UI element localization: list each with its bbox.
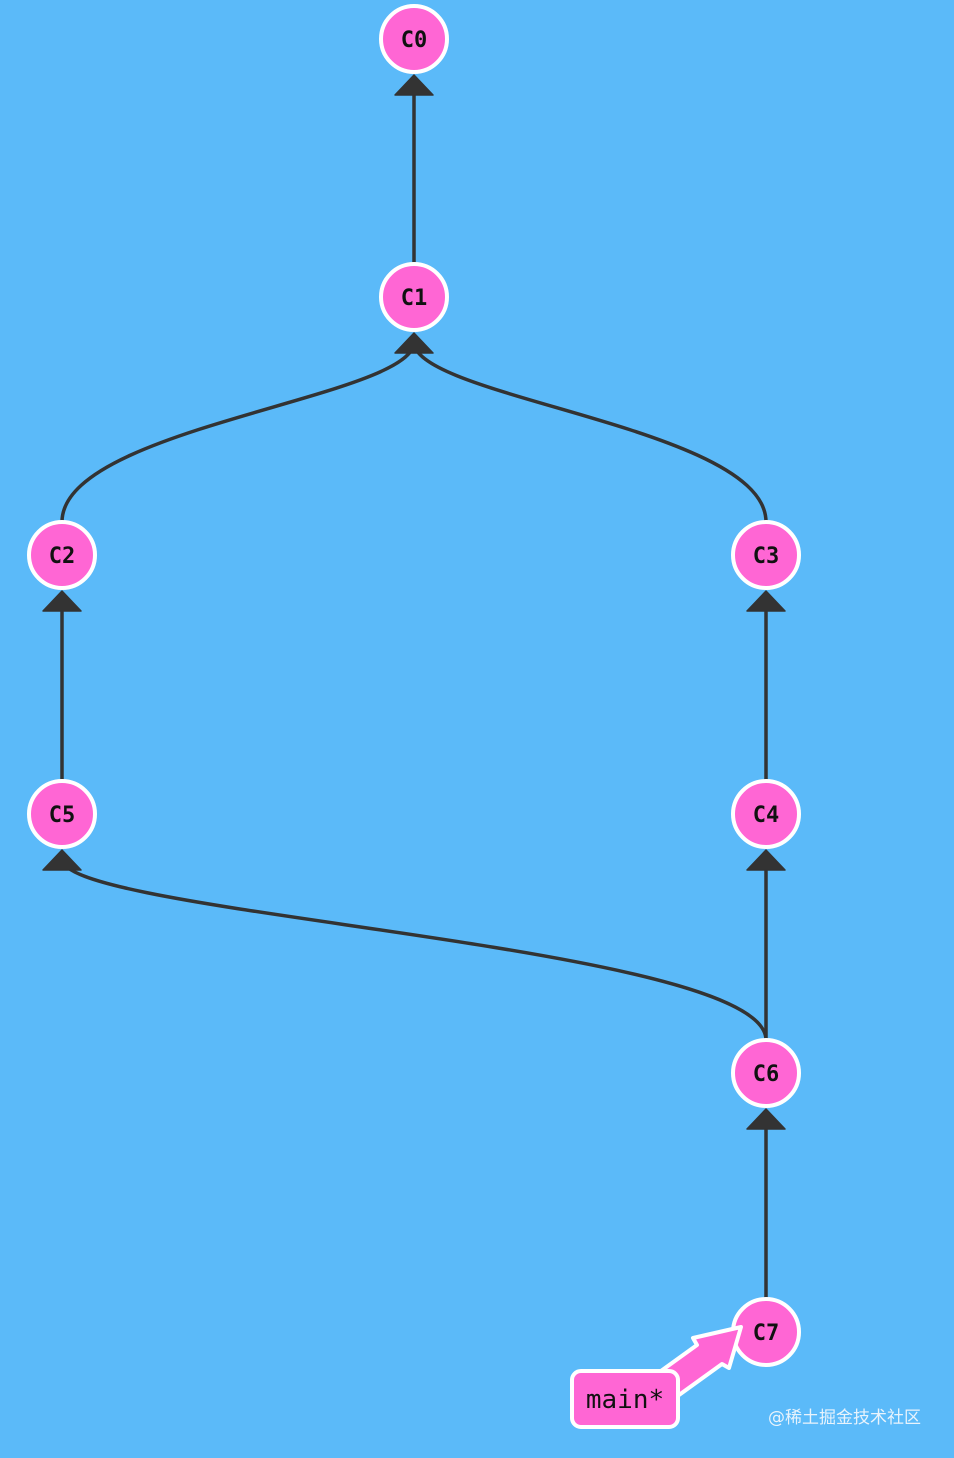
edge-c3-to-c1 — [412, 341, 768, 523]
edge-c2-to-c1 — [60, 341, 416, 523]
arrowheads-layer — [42, 74, 786, 1130]
commit-node-c3[interactable]: C3 — [731, 520, 801, 590]
commit-circle — [379, 262, 449, 332]
commit-circle — [27, 520, 97, 590]
branch-label: main* — [586, 1385, 664, 1415]
commit-node-c0[interactable]: C0 — [379, 4, 449, 74]
arrowhead-into-c2 — [42, 590, 82, 612]
commit-label: C4 — [753, 803, 780, 828]
arrowhead-into-c3 — [746, 590, 786, 612]
arrowhead-into-c0 — [394, 74, 434, 96]
commit-circle — [731, 1038, 801, 1108]
watermark: @稀土掘金技术社区 — [768, 1408, 921, 1428]
commit-circle — [731, 779, 801, 849]
commit-label: C5 — [49, 803, 76, 828]
commit-node-c5[interactable]: C5 — [27, 779, 97, 849]
commit-node-c4[interactable]: C4 — [731, 779, 801, 849]
commit-node-c6[interactable]: C6 — [731, 1038, 801, 1108]
commit-label: C3 — [753, 544, 780, 569]
commit-label: C6 — [753, 1062, 780, 1087]
commit-label: C2 — [49, 544, 76, 569]
commit-circle — [379, 4, 449, 74]
branch-tag — [570, 1369, 680, 1429]
edge-c6-to-c5 — [60, 858, 768, 1041]
arrowhead-into-c6 — [746, 1108, 786, 1130]
commit-node-c7[interactable]: C7 — [731, 1297, 801, 1367]
arrowhead-into-c1 — [394, 332, 434, 354]
arrowhead-into-c5 — [42, 849, 82, 871]
commit-circle — [27, 779, 97, 849]
branch-pointer[interactable]: main* — [570, 1325, 743, 1429]
commit-label: C7 — [753, 1321, 780, 1346]
arrowhead-into-c4 — [746, 849, 786, 871]
commit-node-c2[interactable]: C2 — [27, 520, 97, 590]
commit-label: C1 — [401, 286, 428, 311]
commit-node-c1[interactable]: C1 — [379, 262, 449, 332]
commit-label: C0 — [401, 28, 428, 53]
edges-layer — [60, 90, 768, 1299]
commit-circle — [731, 520, 801, 590]
